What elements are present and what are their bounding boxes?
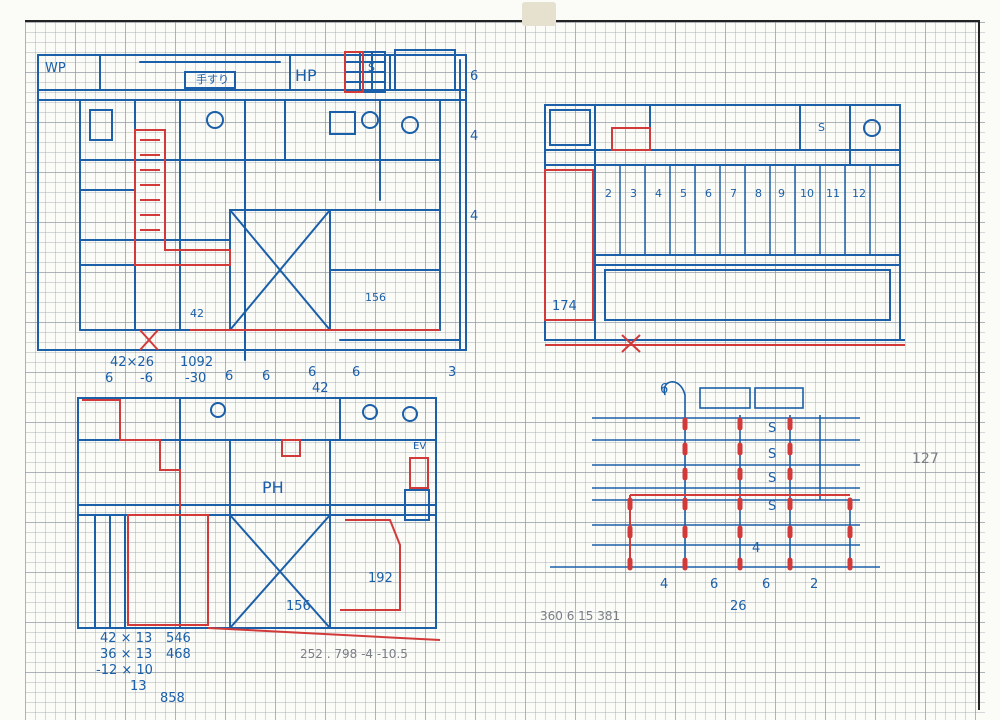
diagram-s4: S — [768, 499, 777, 514]
unit-number-3: 3 — [630, 187, 637, 200]
label-wp: WP — [45, 61, 66, 76]
plan-top-right-lines — [544, 104, 905, 341]
label-1092: 1092 — [180, 355, 214, 370]
label-dim-6f: 6 — [470, 69, 479, 84]
calc-line2-right: 468 — [166, 647, 191, 662]
unit-number-6: 6 — [705, 187, 712, 200]
unit-number-4: 4 — [655, 187, 662, 200]
diagram-bottom-6a: 6 — [710, 577, 719, 592]
plan-top-left-red — [134, 51, 440, 351]
calc-line1-right: 546 — [166, 631, 191, 646]
unit-number-9: 9 — [778, 187, 785, 200]
label-dim-4b: 4 — [470, 209, 479, 224]
plan-top-right-unit-dividers — [619, 165, 871, 255]
diagram-bottom-6b: 6 — [762, 577, 771, 592]
unit-number-8: 8 — [755, 187, 762, 200]
label-hp: HP — [295, 66, 317, 85]
label-minus6: -6 — [140, 371, 153, 386]
unit-number-5: 5 — [680, 187, 687, 200]
unit-number-7: 7 — [730, 187, 737, 200]
diagram-bottom-26: 26 — [730, 599, 747, 614]
calc-line2-left: 36 × 13 — [100, 647, 153, 662]
calc-line1-left: 42 × 13 — [100, 631, 153, 646]
label-area-156-bottom: 156 — [286, 599, 311, 614]
plan-bottom-left-red — [82, 399, 441, 641]
diagram-s3: S — [768, 471, 777, 486]
label-dim-3: 3 — [448, 365, 457, 380]
label-area-174: 174 — [552, 299, 577, 314]
label-area-42: 42 — [190, 307, 204, 320]
diagram-mark-4: 4 — [752, 541, 761, 556]
label-ph: PH — [262, 478, 284, 497]
label-s: S — [368, 61, 375, 74]
label-ev: EV — [413, 441, 427, 452]
diagram-s1: S — [768, 421, 777, 436]
diagram-s2: S — [768, 447, 777, 462]
label-s-top-right: S — [818, 121, 825, 134]
plan-top-right-red — [544, 127, 905, 353]
label-dim-6a: 6 — [105, 371, 114, 386]
diagram-mark-6: 6 — [660, 382, 669, 397]
pencil-numbers: 360 6 15 381 — [540, 609, 621, 623]
calc-total: 858 — [160, 691, 185, 706]
label-handrail: 手すり — [196, 73, 229, 86]
diagram-bottom-2: 2 — [810, 577, 819, 592]
label-dim-4: 4 — [470, 129, 479, 144]
diagram-bottom-4: 4 — [660, 577, 669, 592]
label-dim-6e: 6 — [352, 365, 361, 380]
label-42x26: 42×26 — [110, 355, 154, 370]
label-dim-6d: 6 — [308, 365, 317, 380]
sheet-border-right — [978, 20, 980, 710]
pencil-note-127: 127 — [912, 451, 939, 467]
plan-bottom-left-lines — [77, 397, 437, 629]
masking-tape — [522, 2, 556, 26]
unit-number-12: 12 — [852, 187, 866, 200]
unit-number-2: 2 — [605, 187, 612, 200]
unit-number-10: 10 — [800, 187, 814, 200]
pencil-dimensions: 252 . 798 -4 -10.5 — [300, 647, 408, 661]
label-dim-42: 42 — [312, 381, 329, 396]
label-dim-6c: 6 — [262, 369, 271, 384]
diagram-bottom-right-lines — [550, 381, 880, 568]
plan-top-left-lines — [37, 49, 467, 361]
calc-line4-left: 13 — [130, 679, 147, 694]
graph-paper-grid — [25, 22, 985, 720]
calc-line3-left: -12 × 10 — [96, 663, 153, 678]
label-area-156: 156 — [365, 291, 386, 304]
unit-number-11: 11 — [826, 187, 840, 200]
sheet-border-top — [25, 20, 980, 22]
label-dim-6b: 6 — [225, 369, 234, 384]
label-minus30: -30 — [185, 371, 207, 386]
label-area-192: 192 — [368, 571, 393, 586]
